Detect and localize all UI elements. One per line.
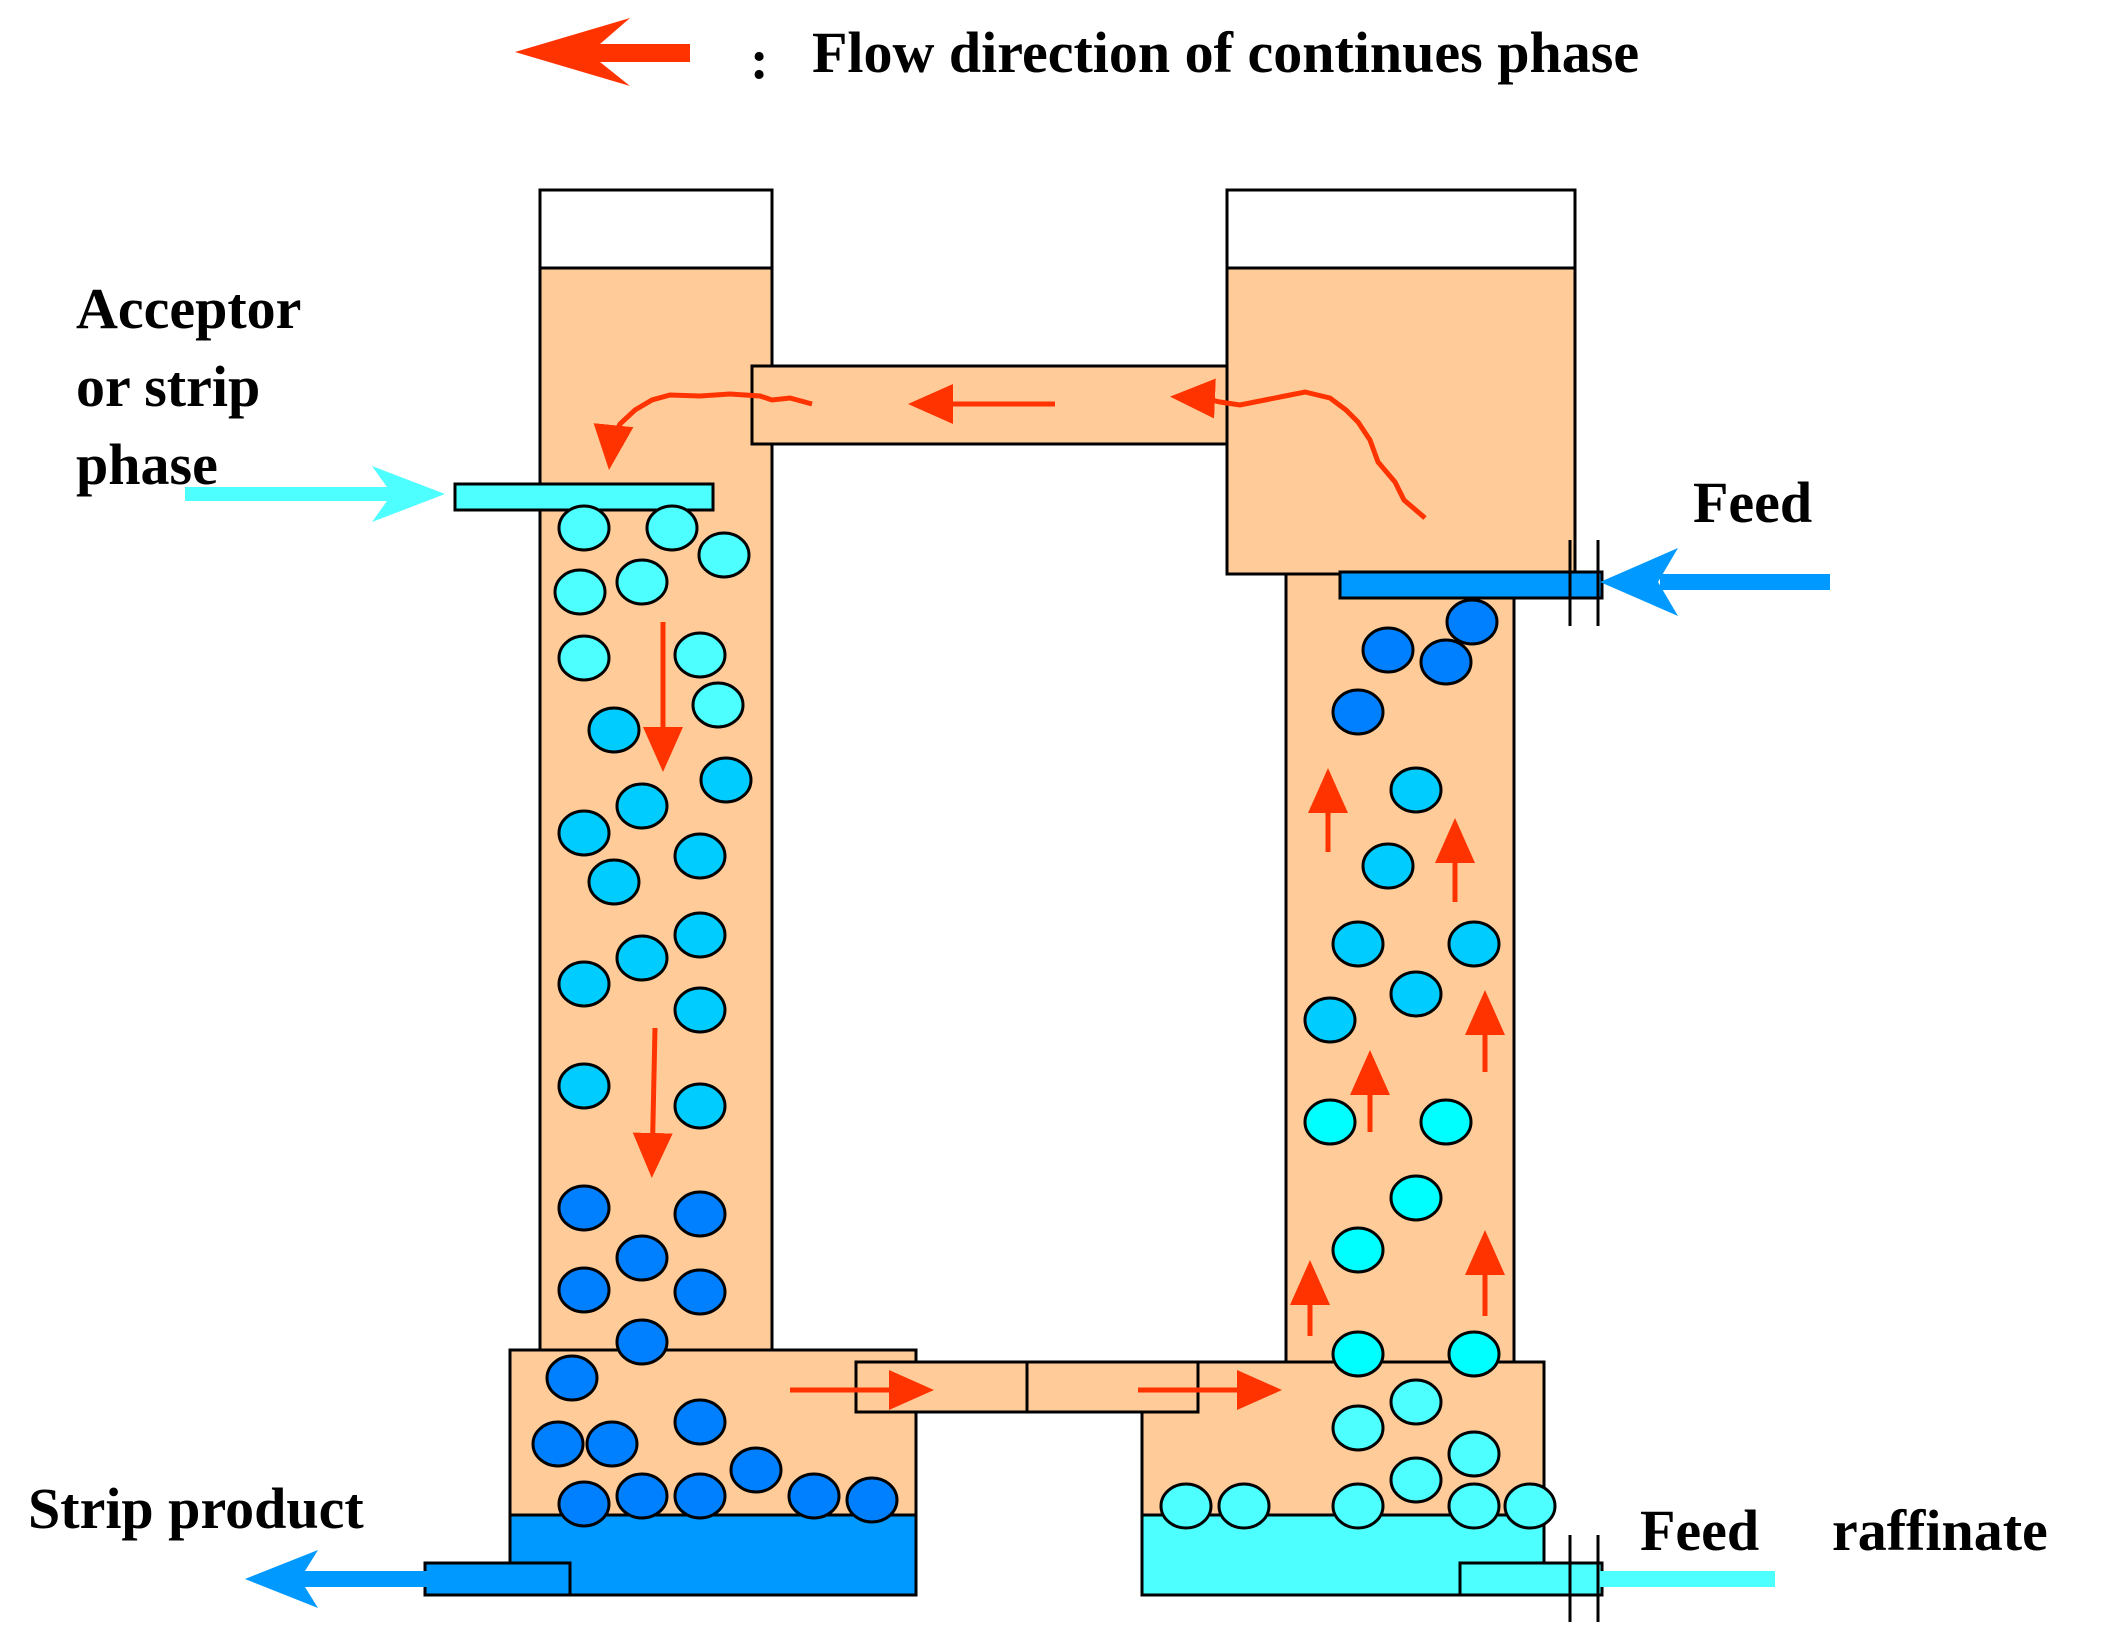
strip-product-outlet-pipe bbox=[423, 1561, 572, 1597]
droplets-right-column bbox=[1303, 598, 1501, 1378]
raffinate-label-feed: Feed bbox=[1640, 1498, 1759, 1563]
raffinate-outlet-pipe bbox=[1458, 1561, 1604, 1597]
right-settler-top bbox=[1225, 266, 1577, 576]
feed-inlet-arrow bbox=[1600, 548, 1830, 616]
strip-product-pool bbox=[508, 1513, 918, 1597]
flow-arrow-right-settler-curve bbox=[1170, 378, 1427, 520]
legend-text: Flow direction of continues phase bbox=[812, 20, 1639, 85]
strip-product-label: Strip product bbox=[28, 1476, 364, 1541]
acceptor-inlet-arrow bbox=[185, 466, 445, 522]
flow-arrow-left-down-2 bbox=[632, 1027, 673, 1178]
acceptor-label-line3: phase bbox=[76, 432, 218, 497]
right-column-top-space bbox=[1225, 188, 1577, 270]
flow-arrow-left-top-curve bbox=[593, 391, 813, 470]
feed-distributor bbox=[1338, 570, 1604, 600]
strip-product-outlet-arrow bbox=[245, 1550, 430, 1608]
legend-separator: : bbox=[750, 29, 769, 91]
legend-flow-arrow bbox=[515, 18, 690, 86]
raffinate-label-raffinate: raffinate bbox=[1832, 1498, 2048, 1563]
droplets-left-column bbox=[553, 504, 753, 1366]
feed-inlet-label: Feed bbox=[1693, 470, 1812, 535]
left-column-top-space bbox=[538, 188, 774, 270]
top-connecting-pipe bbox=[750, 364, 1229, 446]
droplets-right-settler bbox=[1159, 1378, 1557, 1530]
droplets-left-settler bbox=[531, 1354, 899, 1528]
acceptor-label-line2: or strip bbox=[76, 354, 260, 419]
feed-valve-marks bbox=[1568, 540, 1600, 626]
raffinate-outlet-stream bbox=[1600, 1571, 1775, 1587]
acceptor-label-line1: Acceptor bbox=[76, 276, 301, 341]
flow-arrows bbox=[593, 378, 1505, 1410]
right-column-body bbox=[1284, 572, 1516, 1364]
raffinate-valve-marks bbox=[1568, 1535, 1600, 1622]
